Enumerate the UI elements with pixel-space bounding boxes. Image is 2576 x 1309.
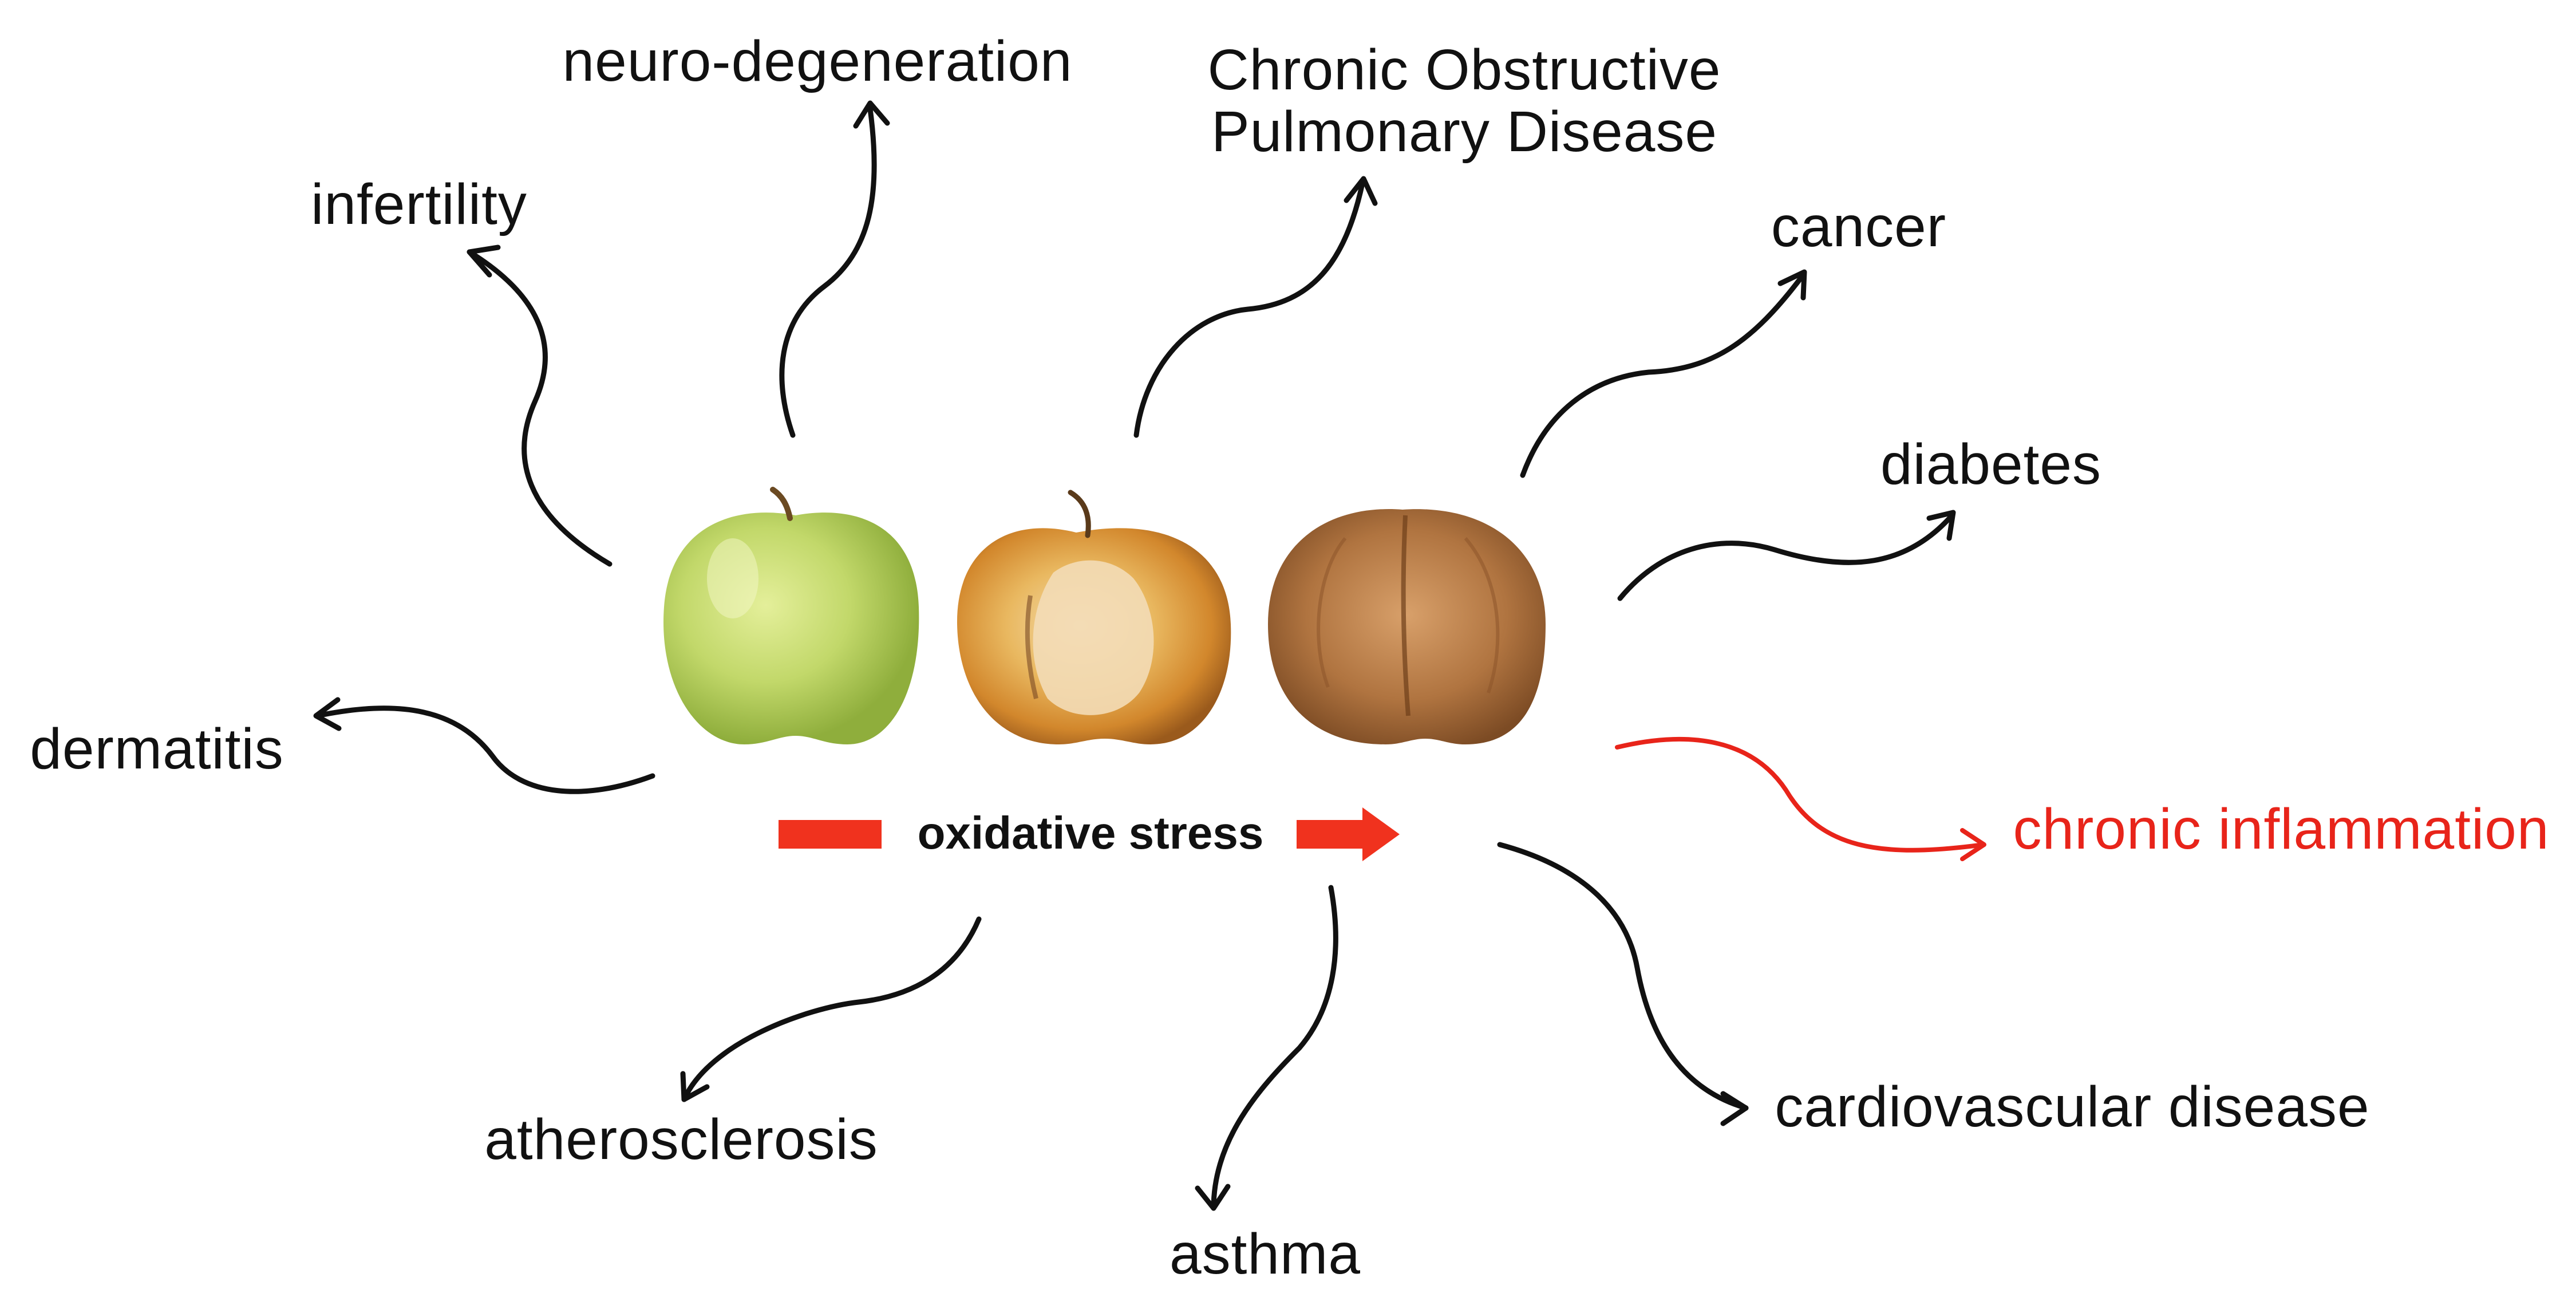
label-asthma: asthma	[1170, 1222, 1361, 1286]
label-chronic-inflammation: chronic inflammation	[2013, 797, 2550, 861]
label-copd: Chronic Obstructive Pulmonary Disease	[1207, 38, 1721, 164]
label-cardiovascular-disease: cardiovascular disease	[1775, 1075, 2370, 1139]
arrow-to-cancer	[1520, 272, 1806, 478]
arrowhead-atherosclerosis	[680, 1071, 710, 1102]
arrowhead-diabetes	[1926, 510, 1956, 541]
oxidative-stress-arrow	[779, 807, 1400, 861]
oxidative-stress-label: oxidative stress	[917, 807, 1264, 858]
arrow-to-dermatitis	[315, 705, 655, 794]
arrowhead-dermatitis	[313, 697, 342, 731]
arrow-to-neuro-degeneration	[779, 106, 877, 438]
arrowhead-infertility	[467, 245, 501, 278]
arrow-to-chronic-inflammation	[1615, 736, 1986, 853]
arrow-to-copd	[1133, 180, 1365, 438]
arrowhead-cancer	[1777, 269, 1807, 301]
arrow-shaft	[1297, 820, 1362, 849]
arrow-to-infertility	[467, 249, 613, 567]
arrowhead-copd	[1344, 176, 1378, 206]
arrow-to-atherosclerosis	[681, 916, 982, 1102]
arrow-head	[1362, 807, 1400, 861]
label-dermatitis: dermatitis	[30, 717, 284, 781]
fresh-green-apple	[663, 487, 919, 744]
label-infertility: infertility	[311, 172, 527, 236]
label-diabetes: diabetes	[1880, 432, 2102, 496]
dried-apple	[1268, 509, 1546, 744]
label-neuro-degeneration: neuro-degeneration	[562, 29, 1073, 93]
arrow-to-diabetes	[1617, 512, 1955, 601]
label-atherosclerosis: atherosclerosis	[484, 1107, 878, 1172]
rotting-apple	[957, 490, 1231, 744]
arrow-tail-bar	[779, 820, 882, 849]
arrowhead-asthma	[1195, 1184, 1231, 1211]
label-cancer: cancer	[1771, 195, 1947, 259]
arrowhead-cardiovascular-disease	[1720, 1091, 1749, 1126]
arrowhead-neuro-degeneration	[853, 100, 890, 129]
arrowhead-chronic-inflammation	[1960, 828, 1986, 861]
arrow-to-cardiovascular-disease	[1497, 842, 1749, 1111]
arrow-to-asthma	[1211, 885, 1338, 1211]
